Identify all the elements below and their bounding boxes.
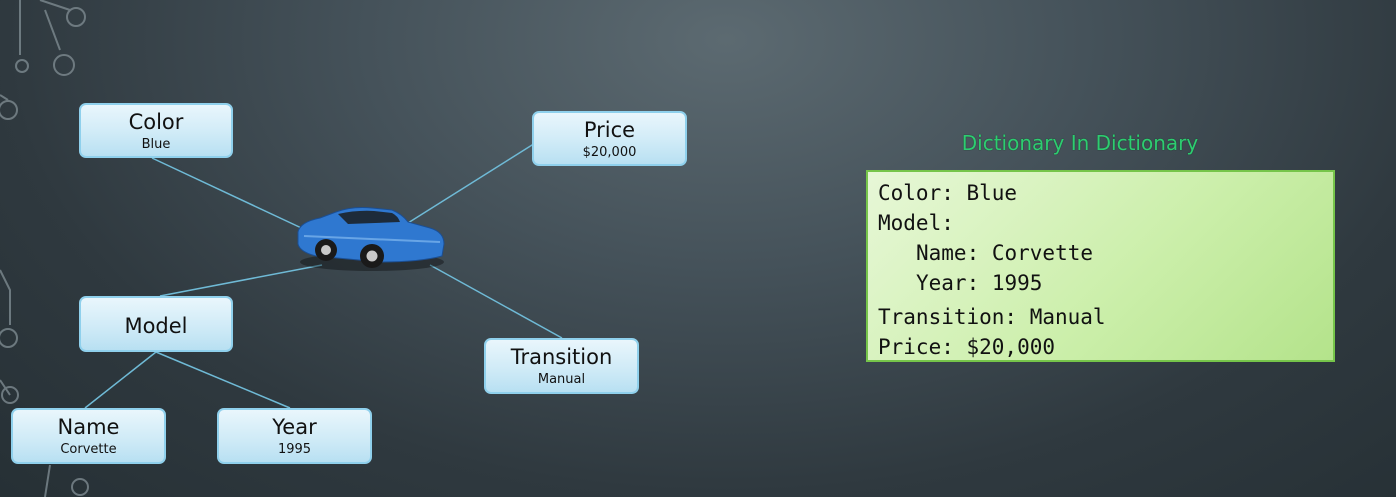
- node-price-title: Price: [583, 118, 636, 142]
- node-color-value: Blue: [141, 137, 171, 152]
- panel-line-transition: Transition: Manual: [878, 305, 1106, 329]
- node-color: Color Blue: [79, 103, 233, 158]
- panel-line-year: Year: 1995: [916, 271, 1043, 295]
- node-price-value: $20,000: [582, 145, 637, 160]
- node-transition-title: Transition: [510, 345, 613, 369]
- node-color-title: Color: [128, 110, 184, 134]
- panel-line-color: Color: Blue: [878, 181, 1018, 205]
- node-transition: Transition Manual: [484, 338, 639, 394]
- node-model-title: Model: [124, 314, 188, 338]
- panel-line-name: Name: Corvette: [916, 241, 1094, 265]
- node-year-value: 1995: [277, 442, 312, 457]
- node-name-value: Corvette: [60, 442, 117, 457]
- node-year-title: Year: [272, 415, 317, 439]
- panel-title: Dictionary In Dictionary: [961, 131, 1199, 155]
- panel-line-price: Price: $20,000: [878, 335, 1056, 359]
- line-price-car: [399, 139, 541, 229]
- node-model: Model: [79, 296, 233, 352]
- node-year: Year 1995: [217, 408, 372, 464]
- line-model-name: [84, 351, 157, 409]
- panel-line-model: Model:: [878, 211, 954, 235]
- node-name-title: Name: [57, 415, 120, 439]
- line-transition-car: [429, 264, 563, 339]
- node-name: Name Corvette: [11, 408, 166, 464]
- line-model-year: [155, 351, 291, 409]
- line-color-car: [151, 157, 311, 233]
- dictionary-panel: Color: Blue Model: Name: Corvette Year: …: [866, 170, 1335, 362]
- node-price: Price $20,000: [532, 111, 687, 166]
- line-model-car: [159, 264, 323, 297]
- node-transition-value: Manual: [537, 372, 586, 387]
